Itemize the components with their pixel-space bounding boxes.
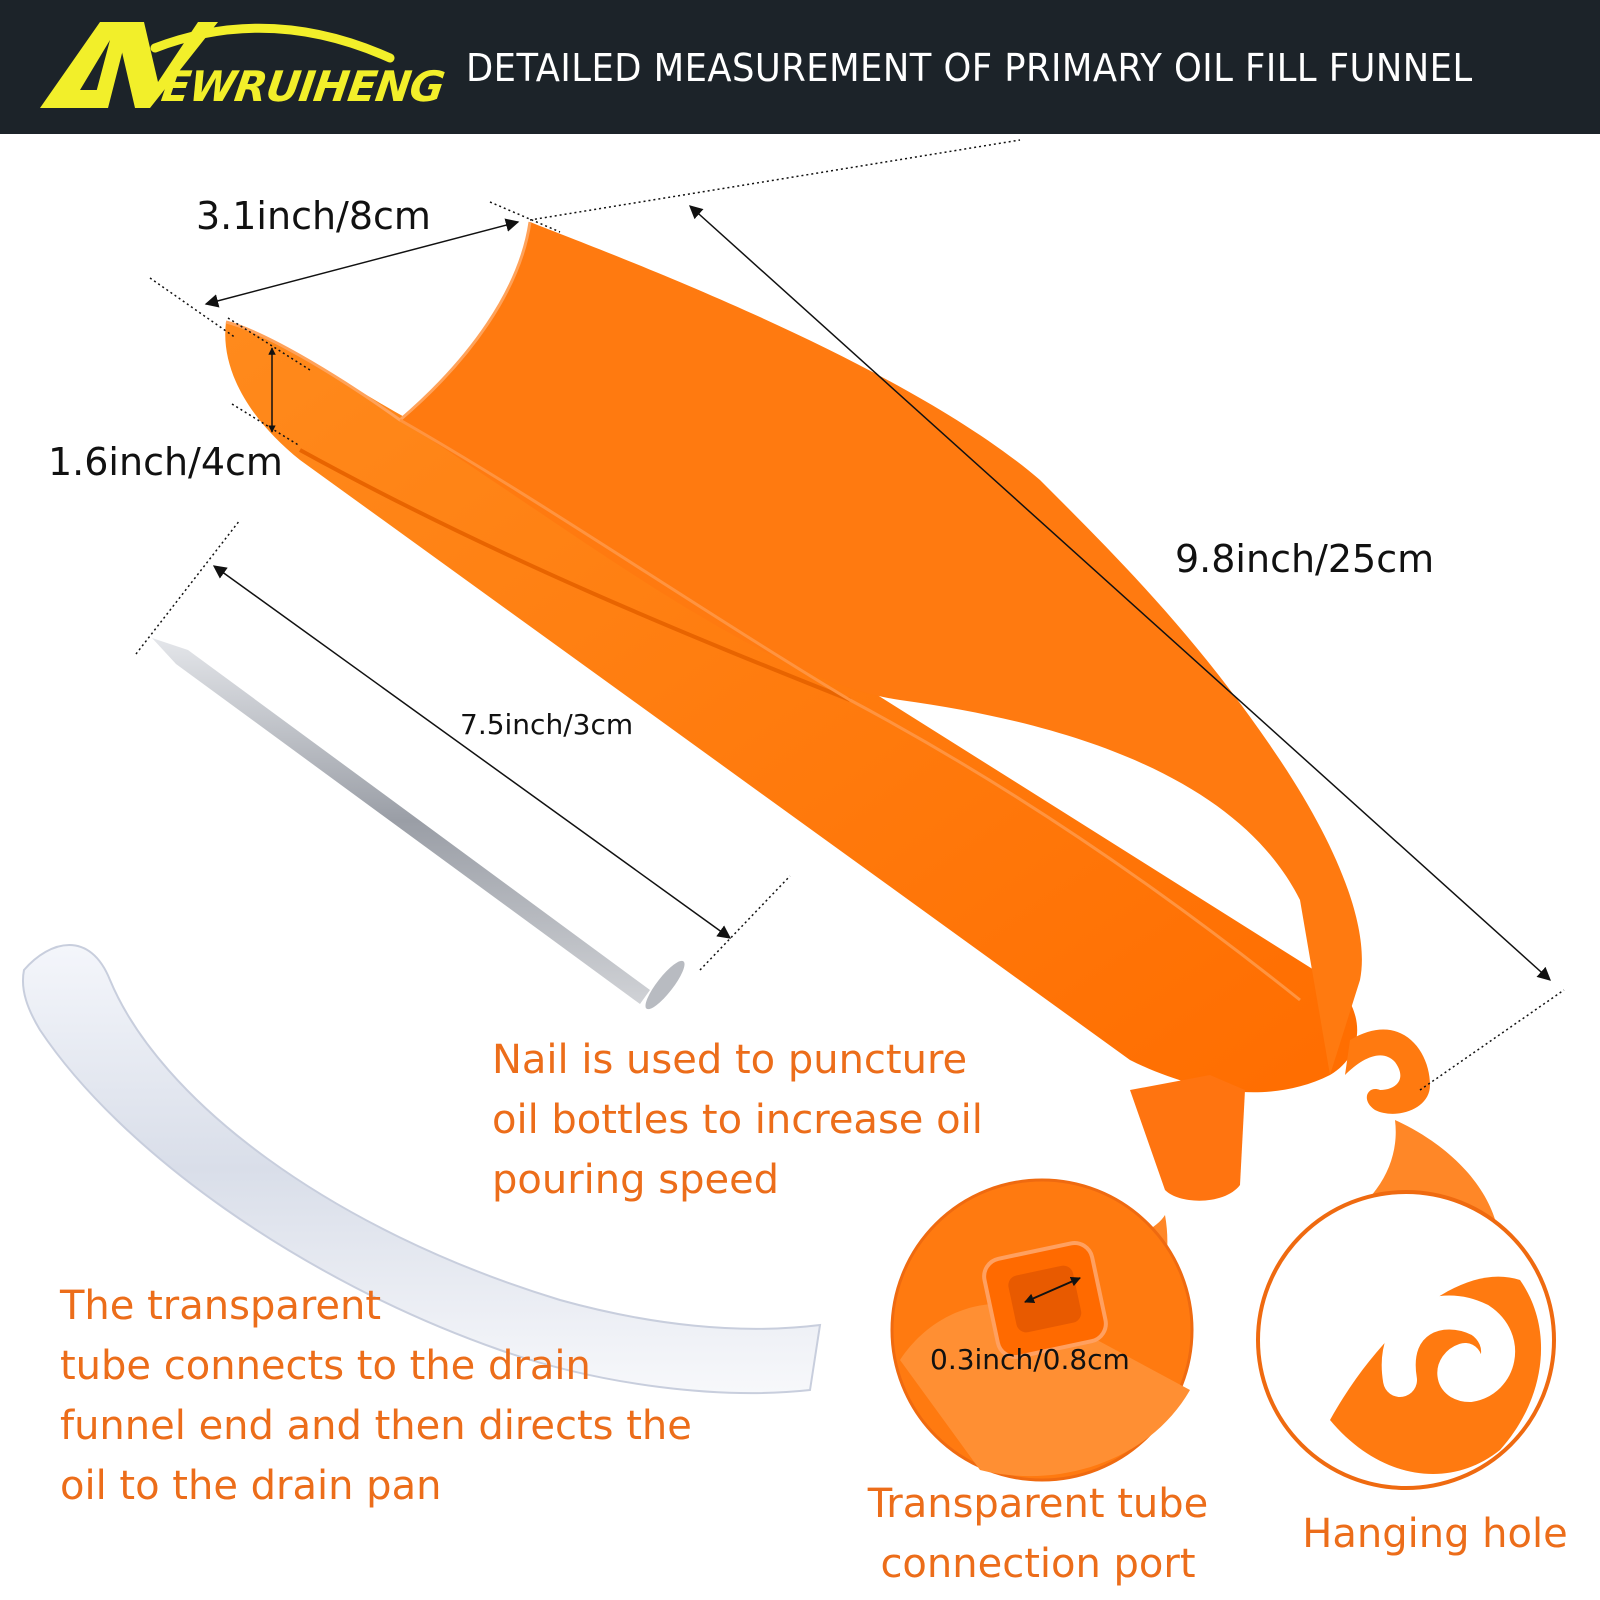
nail-callout-line: oil bottles to increase oil [492,1097,983,1143]
dimension-lines [135,139,1565,1091]
page-title: DETAILED MEASUREMENT OF PRIMARY OIL FILL… [466,46,1473,90]
nail-callout-line: pouring speed [492,1157,780,1203]
nail-length-label: 7.5inch/3cm [460,708,634,741]
hook-icon [1345,1029,1430,1114]
port-size-label: 0.3inch/0.8cm [930,1343,1130,1376]
length-dimension-label: 9.8inch/25cm [1175,537,1435,581]
header-bar: EWRUIHENG DETAILED MEASUREMENT OF PRIMAR… [0,0,1600,134]
nail-icon [152,638,685,1010]
nail-callout-line: Nail is used to puncture [492,1037,968,1083]
port-callout-line: Transparent tube [867,1481,1209,1527]
hook-zoom-circle [1256,1190,1556,1490]
port-callout: Transparent tube connection port [858,1474,1218,1594]
tube-callout: The transparent tube connects to the dra… [60,1276,692,1516]
nail-callout: Nail is used to puncture oil bottles to … [492,1030,983,1210]
tube-callout-line: oil to the drain pan [60,1463,442,1509]
product-illustration [22,139,1565,1490]
hook-callout: Hanging hole [1290,1504,1580,1564]
funnel-spout [1130,1075,1245,1201]
tube-callout-line: tube connects to the drain [60,1343,591,1389]
brand-name: EWRUIHENG [158,62,448,111]
hook-callout-line: Hanging hole [1302,1511,1568,1557]
transparent-tube [22,944,822,1395]
width-dimension-label: 3.1inch/8cm [196,194,431,238]
tube-callout-line: funnel end and then directs the [60,1403,692,1449]
brand-logo-icon [40,22,395,108]
port-zoom-circle [890,1178,1194,1482]
port-callout-line: connection port [880,1541,1196,1587]
height-dimension-label: 1.6inch/4cm [48,440,283,484]
tube-callout-line: The transparent [60,1283,382,1329]
